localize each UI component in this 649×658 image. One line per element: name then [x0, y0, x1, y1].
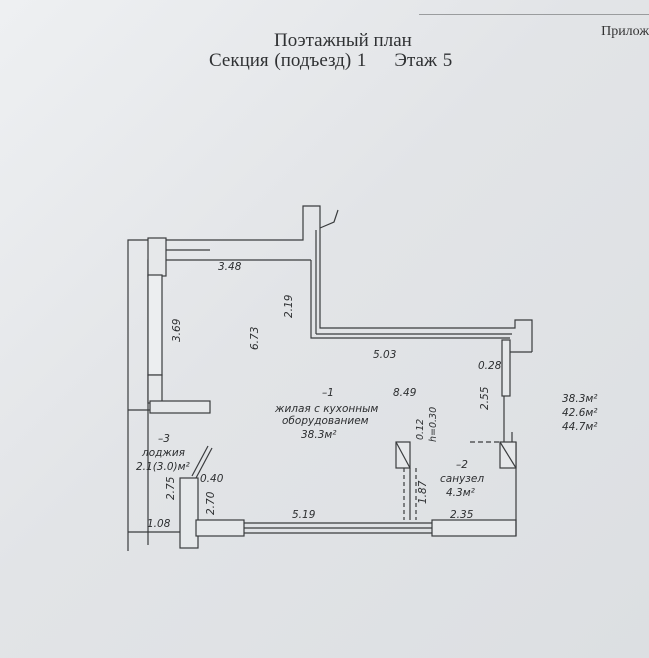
room-labels: –1 жилая с кухонным оборудованием 38.3м²… [136, 387, 484, 499]
room-bath-area: 4.3м² [446, 487, 476, 499]
wall-left-window [147, 274, 211, 414]
room-loggia-area: 2.1(3.0)м² [136, 461, 191, 473]
total-area-3: 44.7м² [562, 421, 598, 433]
plan-subtitle: Секция (подъезд) 1 Этаж 5 [209, 50, 452, 72]
loggia-walls [128, 409, 213, 533]
room-living-area: 38.3м² [301, 429, 337, 441]
dim-519: 5.19 [292, 509, 316, 521]
room-living-name-2: оборудованием [282, 415, 369, 427]
room-bath-name: санузел [440, 473, 484, 485]
dim-270: 2.70 [205, 491, 217, 515]
break-mark [319, 209, 339, 229]
dim-219: 2.19 [283, 294, 295, 318]
room-loggia-number: –3 [158, 433, 170, 445]
plan-title: Поэтажный план [274, 30, 412, 51]
room-living-number: –1 [322, 387, 334, 399]
dim-187: 1.87 [417, 480, 429, 504]
wall-bottom [179, 442, 517, 549]
dimension-labels: 3.48 2.19 3.69 6.73 5.03 0.28 8.49 2.55 … [147, 261, 502, 530]
dim-503: 5.03 [373, 349, 396, 361]
area-totals: 38.3м² 42.6м² 44.7м² [562, 393, 598, 433]
room-bath-number: –2 [456, 459, 468, 471]
appendix-label: Прилож [601, 24, 649, 39]
room-living-name-1: жилая с кухонным [274, 403, 378, 415]
dim-673: 6.73 [249, 327, 261, 350]
dim-235: 2.35 [450, 509, 474, 521]
dim-849: 8.49 [393, 387, 417, 399]
total-area-2: 42.6м² [562, 407, 598, 419]
dim-028: 0.28 [478, 360, 502, 372]
room-loggia-name: лоджия [141, 447, 185, 459]
dim-040: 0.40 [200, 473, 224, 485]
total-area-1: 38.3м² [562, 393, 598, 405]
floor-label: Этаж 5 [394, 50, 453, 71]
bath-partition [395, 396, 517, 520]
dim-108: 1.08 [147, 518, 171, 530]
dim-369: 3.69 [171, 318, 183, 342]
dim-012: 0.12 [415, 419, 426, 440]
dim-255: 2.55 [479, 386, 491, 410]
dim-h030: h=0.30 [428, 407, 439, 442]
dim-348: 3.48 [218, 261, 242, 273]
dim-275: 2.75 [165, 476, 177, 500]
wall-corridor [310, 228, 533, 397]
section-label: Секция (подъезд) 1 [209, 50, 367, 71]
frame-line [419, 0, 649, 15]
